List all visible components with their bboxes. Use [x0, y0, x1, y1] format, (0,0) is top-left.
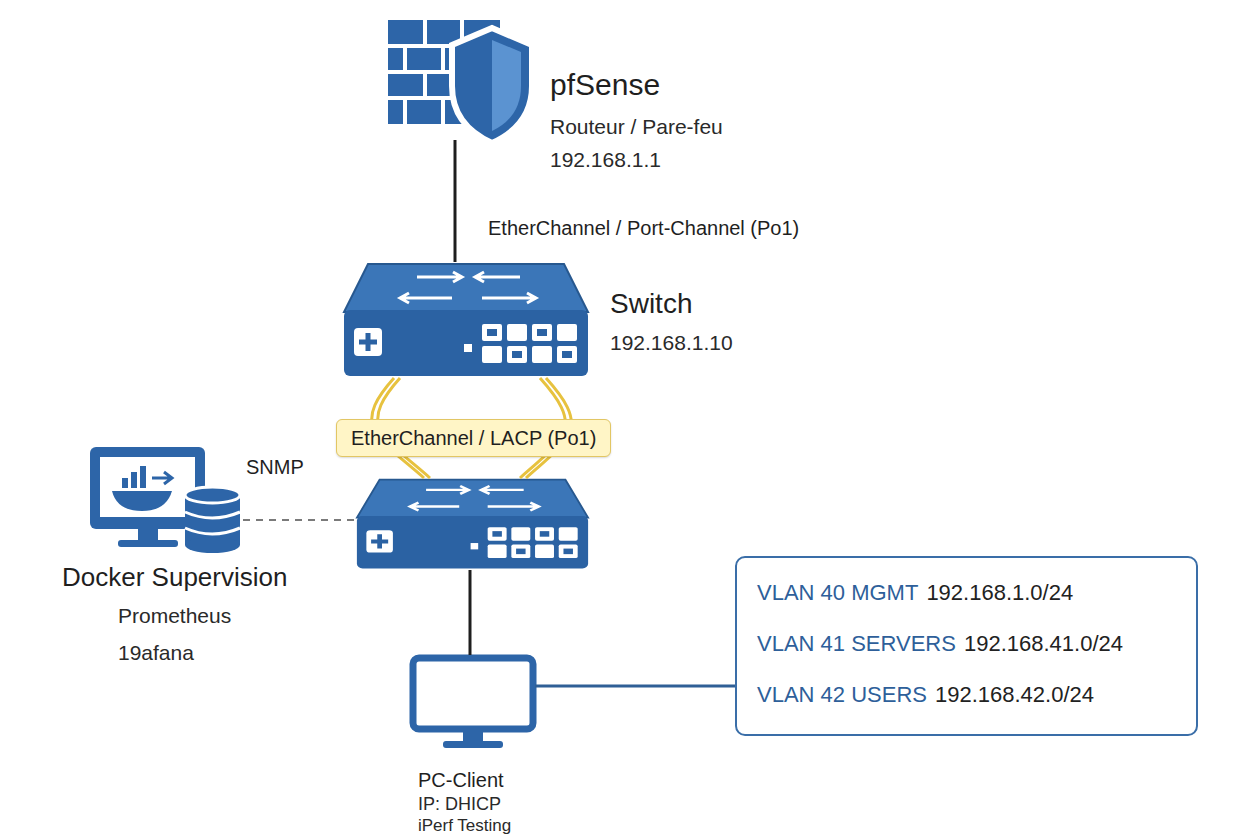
access-switch-node: [355, 478, 590, 570]
firewall-icon: [388, 20, 532, 143]
vlan-name: VLAN 42 USERS: [757, 682, 927, 708]
link-line: [535, 685, 735, 688]
vlan-box: VLAN 40 MGMT 192.168.1.0/24VLAN 41 SERVER…: [735, 556, 1198, 736]
subnet-text: 192.168.41.0/24: [964, 631, 1123, 657]
node-detail: Routeur / Pare-feu: [550, 114, 723, 139]
node-detail: IP: DHICP: [418, 794, 501, 816]
firewall-node: pfSenseRouteur / Pare-feu 192.168.1.1: [385, 15, 765, 175]
protocol-label: SNMP: [246, 455, 304, 479]
core-switch-node: Switch 192.168.1.10: [342, 262, 762, 378]
core-switch-icon: [344, 264, 588, 376]
vlan-name: VLAN 40 MGMT: [757, 580, 918, 606]
link-line: [243, 519, 355, 521]
subnet-text: 192.168.42.0/24: [935, 682, 1094, 708]
node-title: PC-Client: [418, 768, 504, 792]
client-pc-icon: [413, 658, 533, 748]
supervision-icon: [90, 447, 240, 553]
node-detail: 192.168.1.10: [610, 330, 733, 355]
node-title: Switch: [610, 287, 692, 321]
lacp-label: EtherChannel / LACP (Po1): [336, 419, 611, 457]
node-title: pfSense: [550, 67, 660, 103]
link-label: EtherChannel / Port-Channel (Po1): [488, 216, 799, 240]
link-line: [469, 570, 472, 655]
subnet-text: 192.168.1.0/24: [926, 580, 1073, 606]
node-detail: Prometheus: [118, 603, 231, 628]
node-detail: 192.168.1.1: [550, 147, 661, 172]
node-title: Docker Supervision: [62, 562, 287, 593]
node-detail: 19afana: [118, 640, 194, 665]
client-node: PC-ClientIP: DHICPiPerf Testing: [395, 652, 595, 837]
access-switch-icon: [357, 480, 588, 569]
link-line: [454, 140, 457, 262]
node-detail: iPerf Testing: [418, 816, 511, 836]
vlan-name: VLAN 41 SERVERS: [757, 631, 956, 657]
